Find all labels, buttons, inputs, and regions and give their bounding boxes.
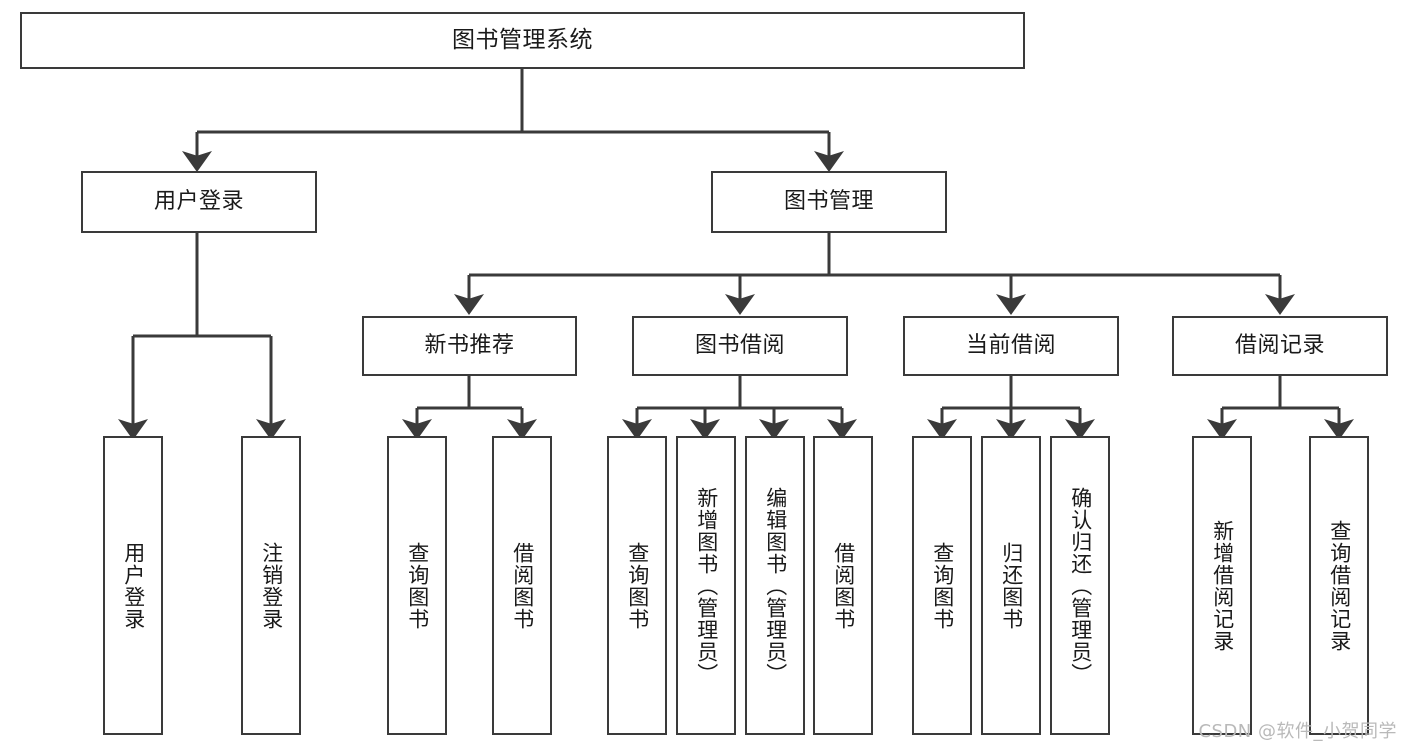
leaf-label: 查询图书	[625, 541, 650, 630]
leaf-label: 借阅图书	[831, 541, 856, 630]
csdn-watermark: CSDN @软件_小贺同学	[1198, 721, 1397, 742]
leaf-book-borrow-0[interactable]: 查询图书	[607, 436, 667, 735]
node-new-book-recommend[interactable]: 新书推荐	[362, 316, 577, 376]
leaf-label: 查询借阅记录	[1327, 519, 1352, 652]
leaf-new-book-rec-0[interactable]: 查询图书	[387, 436, 447, 735]
leaf-current-borrow-2[interactable]: 确认归还（管理员）	[1050, 436, 1110, 735]
leaf-current-borrow-1[interactable]: 归还图书	[981, 436, 1041, 735]
node-label: 图书借阅	[694, 333, 785, 359]
leaf-book-borrow-1[interactable]: 新增图书（管理员）	[676, 436, 736, 735]
leaf-label: 查询图书	[930, 541, 955, 630]
leaf-label: 新增图书（管理员）	[694, 486, 719, 685]
node-label: 用户登录	[153, 189, 244, 215]
node-book-borrow[interactable]: 图书借阅	[632, 316, 848, 376]
leaf-label: 确认归还（管理员）	[1068, 486, 1093, 685]
node-label: 当前借阅	[965, 333, 1056, 359]
node-user-login[interactable]: 用户登录	[81, 171, 317, 233]
node-book-manage[interactable]: 图书管理	[711, 171, 947, 233]
leaf-book-borrow-2[interactable]: 编辑图书（管理员）	[745, 436, 805, 735]
leaf-new-book-rec-1[interactable]: 借阅图书	[492, 436, 552, 735]
leaf-label: 查询图书	[405, 541, 430, 630]
node-label: 新书推荐	[424, 333, 515, 359]
node-current-borrow[interactable]: 当前借阅	[903, 316, 1119, 376]
leaf-borrow-record-1[interactable]: 查询借阅记录	[1309, 436, 1369, 735]
leaf-book-borrow-3[interactable]: 借阅图书	[813, 436, 873, 735]
leaf-borrow-record-0[interactable]: 新增借阅记录	[1192, 436, 1252, 735]
node-root-system[interactable]: 图书管理系统	[20, 12, 1025, 69]
leaf-current-borrow-0[interactable]: 查询图书	[912, 436, 972, 735]
leaf-label: 注销登录	[259, 541, 284, 630]
node-borrow-record[interactable]: 借阅记录	[1172, 316, 1388, 376]
leaf-user-login-1[interactable]: 注销登录	[241, 436, 301, 735]
leaf-label: 用户登录	[121, 541, 146, 630]
leaf-label: 编辑图书（管理员）	[763, 486, 788, 685]
node-label: 图书管理系统	[452, 26, 593, 53]
leaf-label: 新增借阅记录	[1210, 519, 1235, 652]
leaf-label: 借阅图书	[510, 541, 535, 630]
leaf-label: 归还图书	[999, 541, 1024, 630]
node-label: 借阅记录	[1234, 333, 1325, 359]
node-label: 图书管理	[783, 189, 874, 215]
leaf-user-login-0[interactable]: 用户登录	[103, 436, 163, 735]
